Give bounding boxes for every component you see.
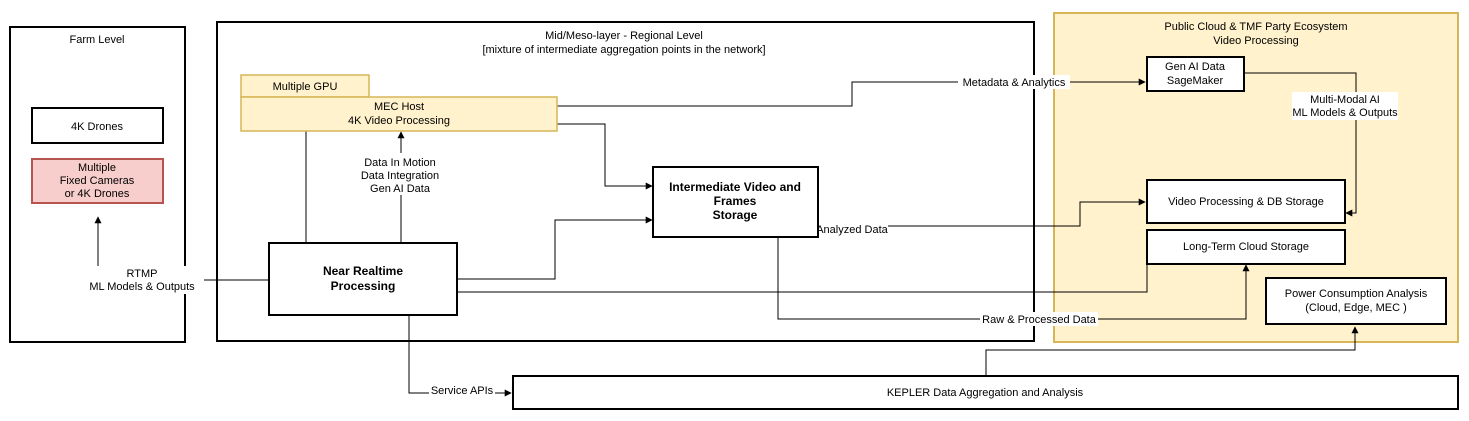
storage-label-line-1: Intermediate Video and <box>669 180 801 194</box>
data-in-motion-label-line-2: Data Integration <box>361 170 439 182</box>
power-label-line-1: Power Consumption Analysis <box>1285 288 1428 300</box>
cloud-title-line-2: Video Processing <box>1213 35 1298 47</box>
nrt-storage-connector <box>458 216 653 280</box>
metadata-label: Metadata & Analytics <box>963 77 1066 89</box>
intermediate-storage-node[interactable]: Intermediate Video and Frames Storage <box>652 166 819 238</box>
kepler-node[interactable]: KEPLER Data Aggregation and Analysis <box>512 375 1459 410</box>
cameras-label-line-2: Fixed Cameras <box>60 175 135 187</box>
farm-level-title: Farm Level <box>69 34 124 46</box>
analyzed-data-label: Analyzed Data <box>816 224 888 236</box>
drones-node[interactable]: 4K Drones <box>31 107 164 144</box>
ltcs-label: Long-Term Cloud Storage <box>1183 241 1309 253</box>
mec-storage-connector <box>557 123 653 190</box>
mec-host-node[interactable]: MEC Host 4K Video Processing <box>240 96 558 132</box>
drones-label: 4K Drones <box>71 121 123 133</box>
rtmp-label-line-2: ML Models & Outputs <box>89 281 195 293</box>
nrt-label-line-1: Near Realtime <box>323 264 403 278</box>
near-realtime-node[interactable]: Near Realtime Processing <box>268 242 458 316</box>
multimodal-label-line-1: Multi-Modal AI <box>1310 94 1380 106</box>
data-in-motion-label-line-1: Data In Motion <box>364 157 436 169</box>
edge-labels: RTMP ML Models & Outputs Data In Motion … <box>80 75 1398 397</box>
data-in-motion-label-line-3: Gen AI Data <box>370 183 431 195</box>
storage-label-line-2: Frames <box>714 194 757 208</box>
nrt-label-line-2: Processing <box>331 279 396 293</box>
mec-label-line-2: 4K Video Processing <box>348 115 450 127</box>
analyzed-data-connector <box>818 198 1146 227</box>
power-analysis-node[interactable]: Power Consumption Analysis (Cloud, Edge,… <box>1265 277 1447 325</box>
rtmp-label-line-1: RTMP <box>127 268 158 280</box>
raw-processed-label: Raw & Processed Data <box>982 314 1097 326</box>
cameras-label-line-1: Multiple <box>78 162 116 174</box>
kepler-power-connector <box>985 326 1359 376</box>
genai-label-line-1: Gen AI Data <box>1165 61 1226 73</box>
genai-label-line-2: SageMaker <box>1167 75 1224 87</box>
gpu-node[interactable]: Multiple GPU <box>240 74 370 98</box>
cameras-node[interactable]: Multiple Fixed Cameras or 4K Drones <box>31 158 164 204</box>
cloud-title-line-1: Public Cloud & TMF Party Ecosystem <box>1164 21 1347 33</box>
gpu-label: Multiple GPU <box>273 81 338 93</box>
multimodal-label-line-2: ML Models & Outputs <box>1292 107 1398 119</box>
genai-node[interactable]: Gen AI Data SageMaker <box>1146 56 1245 92</box>
video-processing-db-node[interactable]: Video Processing & DB Storage <box>1146 179 1346 224</box>
regional-title-line-1: Mid/Meso-layer - Regional Level <box>545 30 703 42</box>
kepler-label: KEPLER Data Aggregation and Analysis <box>887 387 1084 399</box>
power-label-line-2: (Cloud, Edge, MEC ) <box>1305 302 1406 314</box>
cameras-label-line-3: or 4K Drones <box>65 188 130 200</box>
mec-label-line-1: MEC Host <box>374 101 424 113</box>
regional-title-line-2: [mixture of intermediate aggregation poi… <box>482 44 765 56</box>
vpdb-label: Video Processing & DB Storage <box>1168 196 1324 208</box>
storage-label-line-3: Storage <box>713 208 758 222</box>
service-apis-label: Service APIs <box>431 385 494 397</box>
long-term-storage-node[interactable]: Long-Term Cloud Storage <box>1146 229 1346 265</box>
multimodal-connector <box>1244 72 1357 217</box>
